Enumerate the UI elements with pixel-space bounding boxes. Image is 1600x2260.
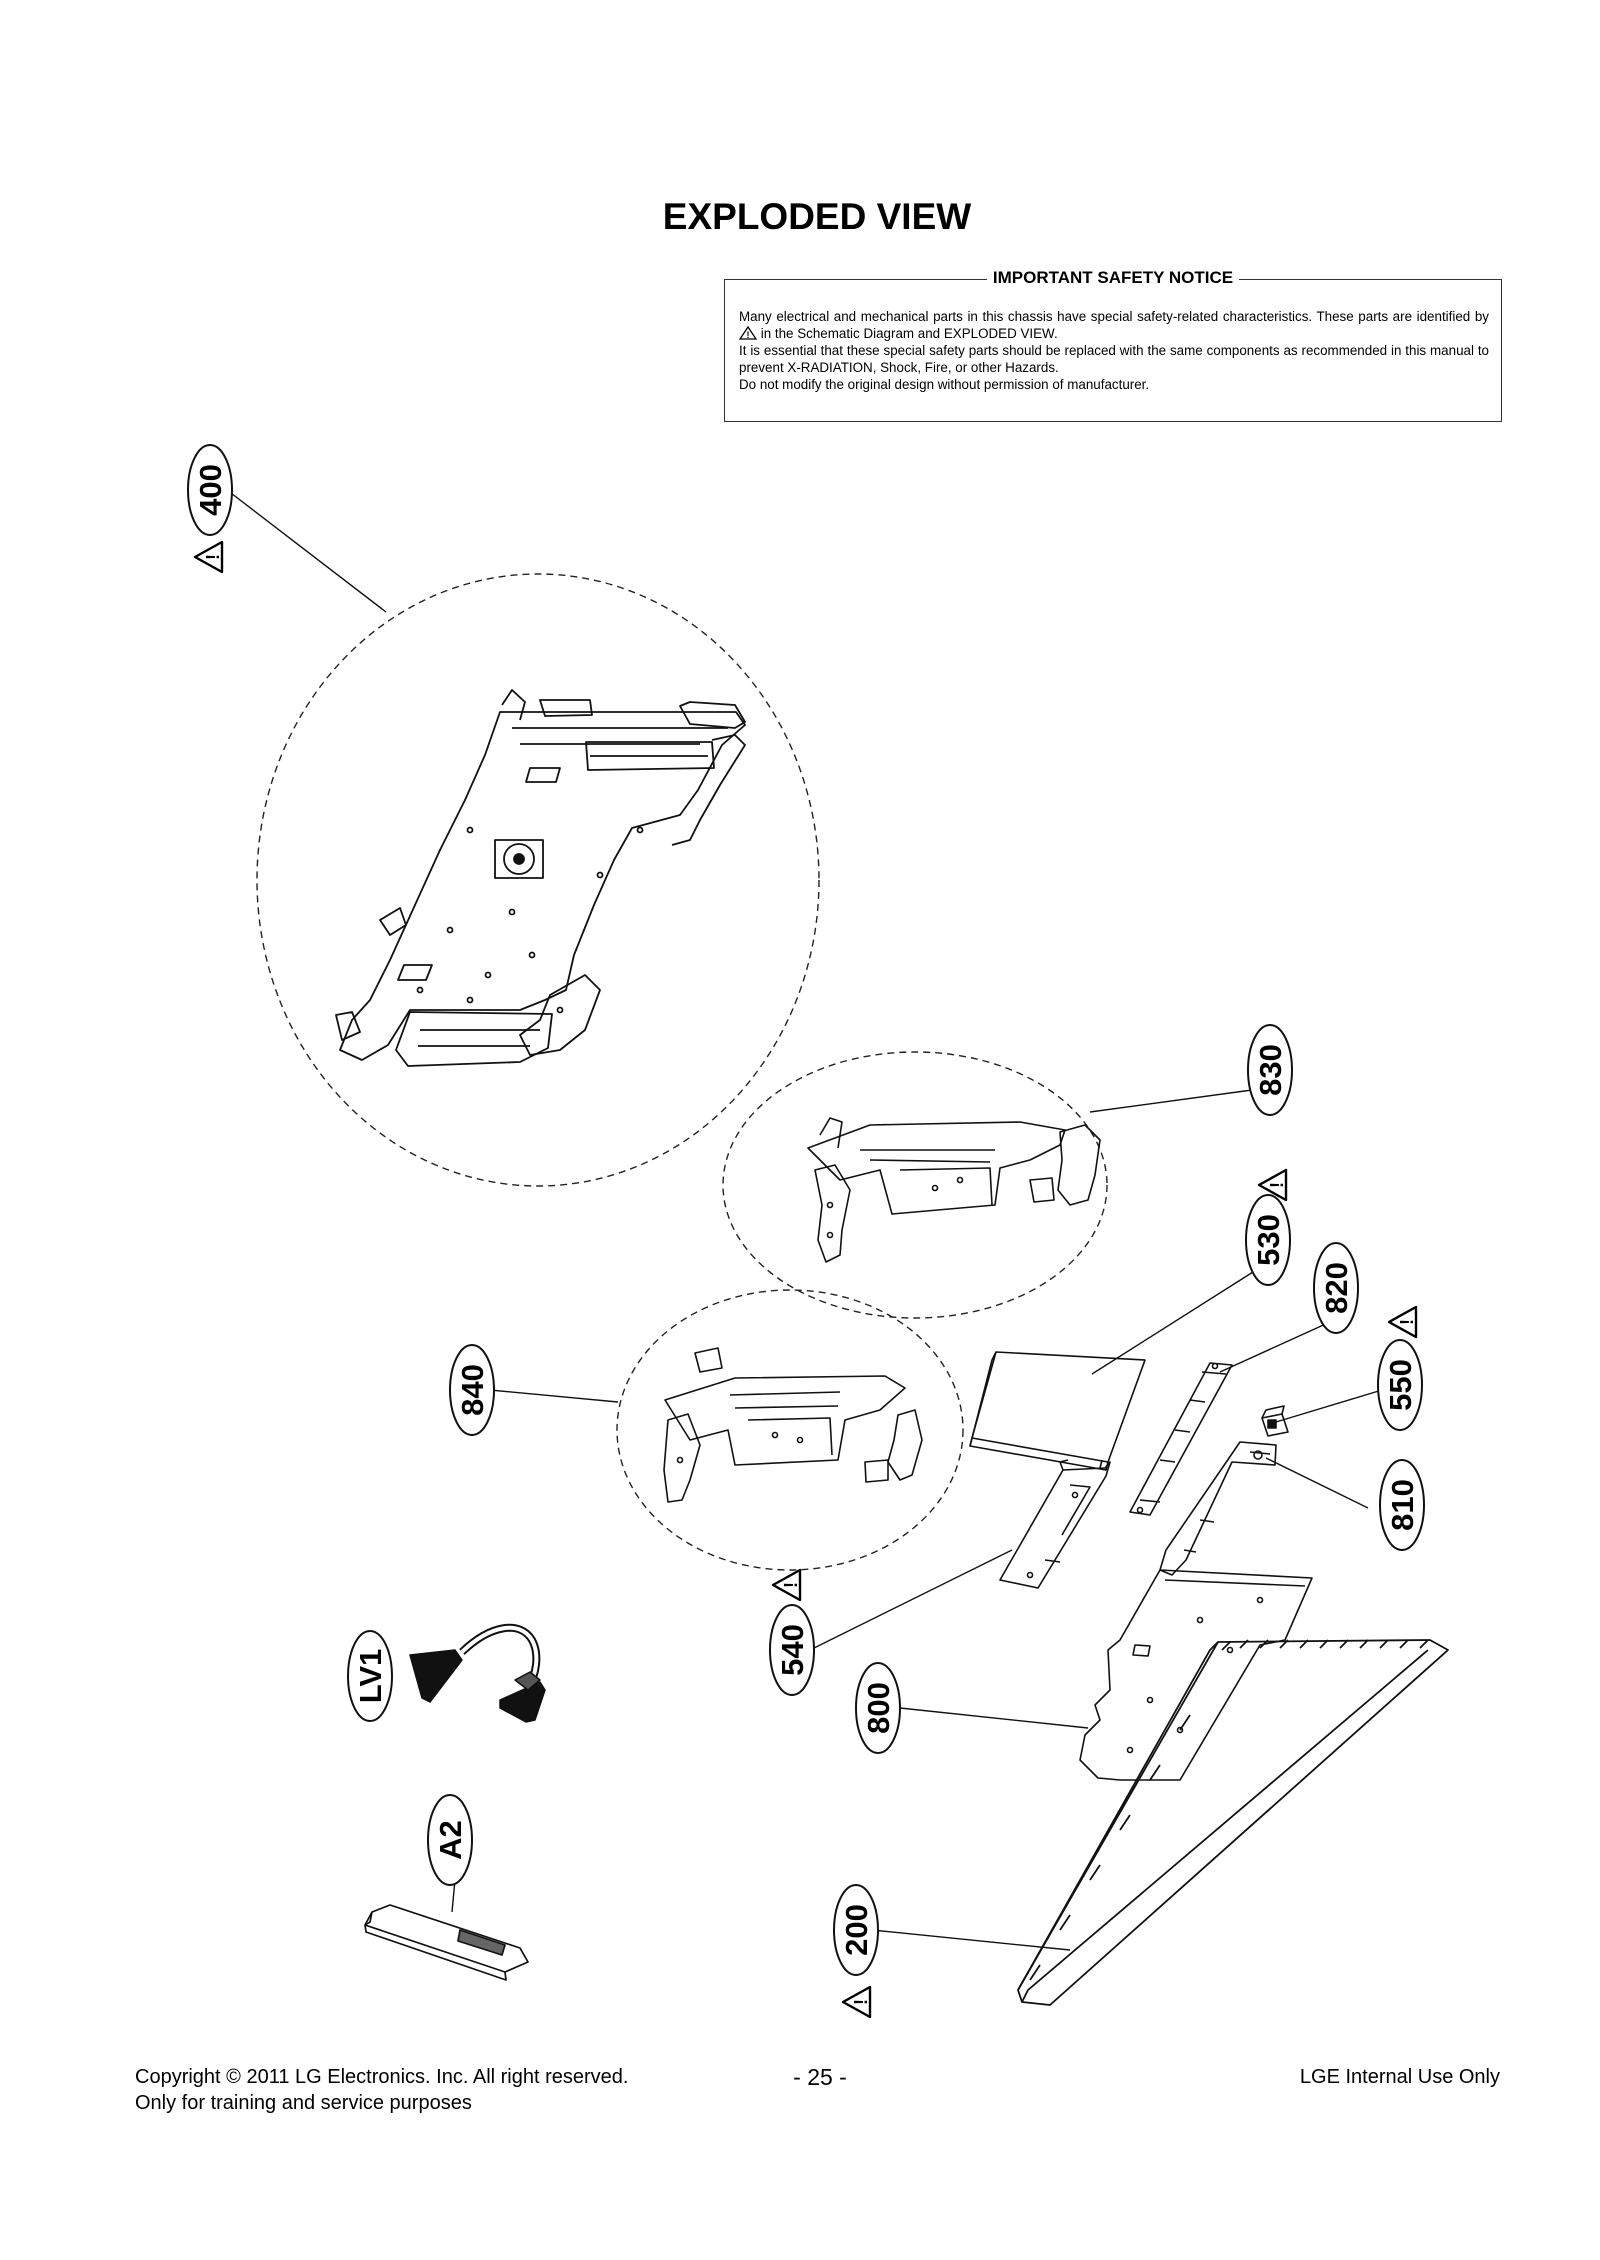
callout-550: 550: [1377, 1339, 1423, 1431]
svg-text:!: !: [781, 1582, 801, 1588]
callout-840: 840: [449, 1344, 495, 1436]
svg-text:LV1: LV1: [353, 1649, 388, 1704]
svg-text:840: 840: [455, 1364, 490, 1416]
callout-200: 200: [833, 1884, 879, 1976]
svg-text:200: 200: [839, 1904, 874, 1956]
warning-triangle-icon: !: [1257, 1168, 1288, 1202]
callout-830: 830: [1247, 1024, 1293, 1116]
part-830-board: [722, 1051, 1108, 1319]
safety-notice-heading: IMPORTANT SAFETY NOTICE: [986, 268, 1240, 287]
footer-left: Copyright © 2011 LG Electronics. Inc. Al…: [135, 2064, 628, 2116]
part-540-main-board: [999, 1459, 1111, 1589]
part-400-main-frame: [256, 573, 820, 1187]
part-lv1-cable: [409, 1623, 546, 1723]
part-200-lcd-panel: [1017, 1639, 1449, 2006]
page-number: - 25 -: [793, 2064, 847, 2090]
footer-purpose: Only for training and service purposes: [135, 2092, 472, 2114]
warning-triangle-icon: !: [739, 326, 757, 340]
safety-notice-line1: Many electrical and mechanical parts in …: [739, 309, 1489, 341]
footer-copyright: Copyright © 2011 LG Electronics. Inc. Al…: [135, 2066, 629, 2088]
svg-text:800: 800: [861, 1682, 896, 1734]
svg-text:!: !: [1267, 1182, 1287, 1188]
safety-notice-line2: It is essential that these special safet…: [739, 343, 1489, 375]
warning-triangle-icon: !: [841, 1985, 872, 2019]
svg-text:540: 540: [775, 1624, 810, 1676]
warning-triangle-icon: !: [771, 1568, 802, 1602]
svg-text:!: !: [1397, 1319, 1417, 1325]
part-a2-remote: [364, 1904, 529, 1981]
safety-notice-body: Many electrical and mechanical parts in …: [739, 308, 1489, 393]
svg-text:820: 820: [1319, 1262, 1354, 1314]
part-550-component: [1261, 1405, 1289, 1437]
svg-text:810: 810: [1385, 1479, 1420, 1531]
callout-820: 820: [1313, 1242, 1359, 1334]
callout-800: 800: [855, 1662, 901, 1754]
svg-text:530: 530: [1251, 1214, 1286, 1266]
leader-lines: [226, 489, 1383, 1951]
part-820-bracket: [1129, 1362, 1233, 1516]
page-title: EXPLODED VIEW: [662, 196, 972, 237]
warning-triangle-icon: !: [1387, 1305, 1418, 1339]
part-840-board: [616, 1289, 964, 1571]
callout-810: 810: [1379, 1459, 1425, 1551]
footer-internal: LGE Internal Use Only: [1299, 2066, 1500, 2088]
svg-text:550: 550: [1383, 1359, 1418, 1411]
callout-530: 530: [1245, 1194, 1291, 1286]
callout-540: 540: [769, 1604, 815, 1696]
safety-notice-box: IMPORTANT SAFETY NOTICE Many electrical …: [724, 268, 1502, 422]
part-810-bracket: [1159, 1441, 1277, 1576]
callout-400: 400: [187, 444, 233, 536]
svg-text:400: 400: [193, 464, 228, 516]
svg-text:!: !: [203, 554, 223, 560]
svg-text:!: !: [747, 330, 750, 340]
callout-a2: A2: [427, 1794, 473, 1886]
svg-text:A2: A2: [433, 1820, 468, 1860]
svg-text:!: !: [851, 1999, 871, 2005]
warning-triangle-icon: !: [193, 540, 224, 574]
svg-text:830: 830: [1253, 1044, 1288, 1096]
safety-notice-line3: Do not modify the original design withou…: [739, 377, 1150, 392]
callout-lv1: LV1: [347, 1630, 393, 1722]
part-530-power-board: [969, 1351, 1146, 1471]
